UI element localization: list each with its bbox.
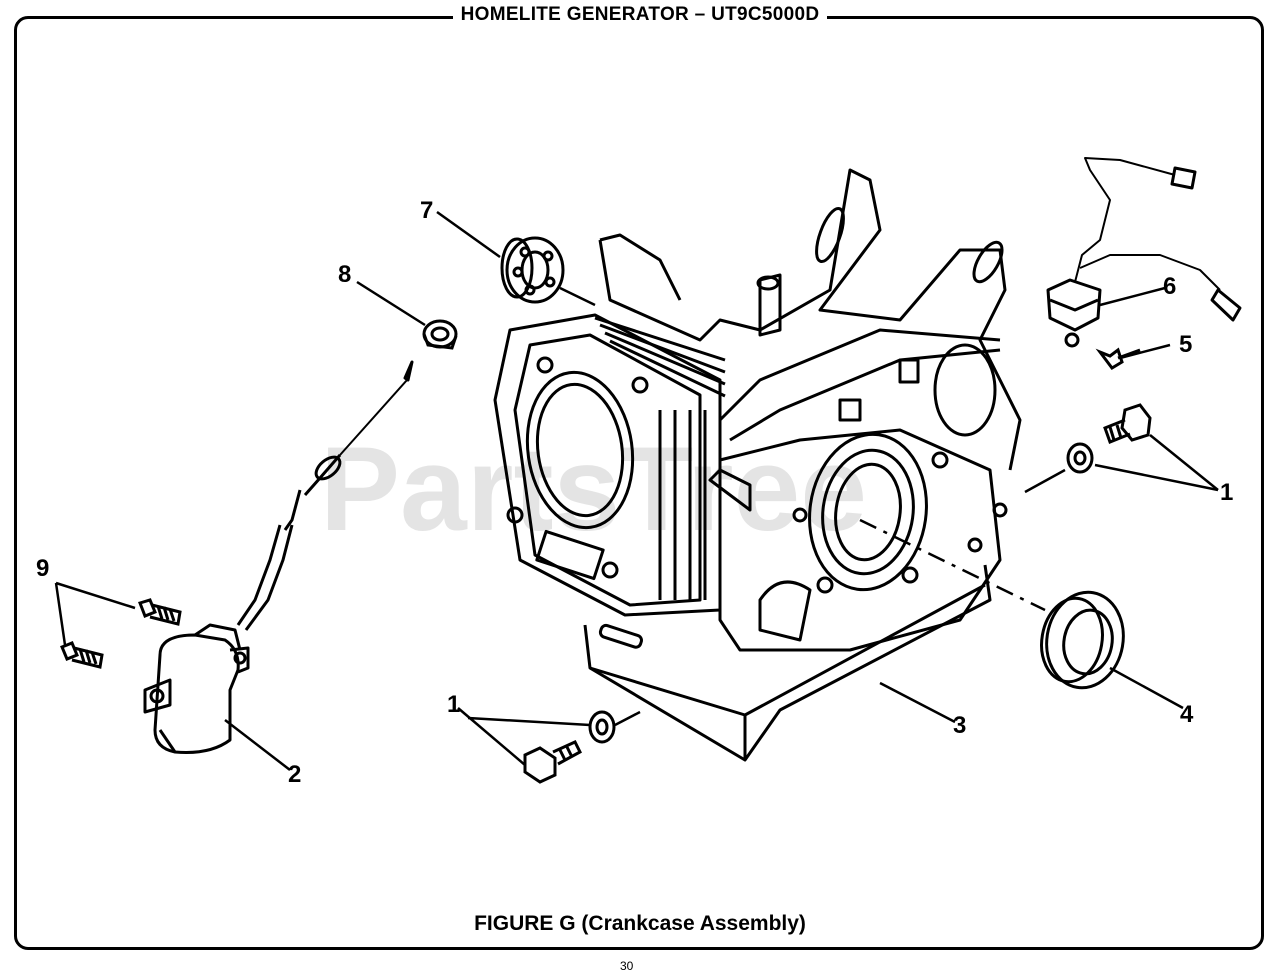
callout-5: 5 xyxy=(1179,331,1192,358)
callout-2: 2 xyxy=(288,761,301,788)
bolt-washer-part-right[interactable] xyxy=(1024,403,1152,494)
diagram-title-bar: HOMELITE GENERATOR – UT9C5000D xyxy=(0,4,1280,26)
callout-9: 9 xyxy=(36,555,49,582)
callout-7: 7 xyxy=(420,197,433,224)
watermark-text: PartsTree xyxy=(320,422,867,556)
figure-caption: FIGURE G (Crankcase Assembly) xyxy=(474,912,806,935)
oil-level-sensor-part[interactable] xyxy=(143,360,414,754)
grommet-part[interactable] xyxy=(422,319,458,350)
callout-1-right: 1 xyxy=(1220,479,1233,506)
bearing-part[interactable] xyxy=(500,236,596,307)
callout-3: 3 xyxy=(953,712,966,739)
bolt-washer-part[interactable] xyxy=(523,710,641,784)
callout-6: 6 xyxy=(1163,273,1176,300)
screw-part-small[interactable] xyxy=(1095,347,1141,370)
oil-seal-part[interactable] xyxy=(1035,586,1131,694)
callout-4: 4 xyxy=(1180,701,1194,728)
callout-8: 8 xyxy=(338,261,351,288)
switch-part[interactable] xyxy=(1046,157,1242,348)
page-number: 30 xyxy=(620,959,634,973)
callout-1-bottom: 1 xyxy=(447,691,460,718)
screw-part[interactable] xyxy=(60,598,182,669)
crankcase-part[interactable] xyxy=(493,168,1022,762)
leader-lines xyxy=(54,210,1219,771)
diagram-title: HOMELITE GENERATOR – UT9C5000D xyxy=(452,4,828,25)
